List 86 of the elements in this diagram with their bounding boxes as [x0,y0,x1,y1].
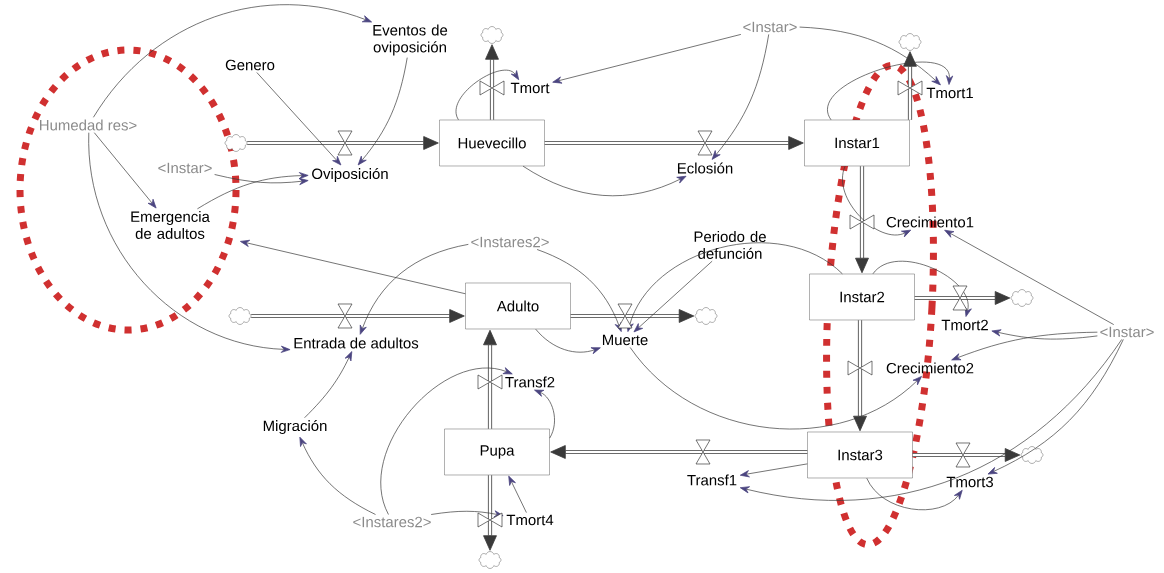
variable-label: <Instar> [1100,326,1154,338]
cloud-symbol [1010,289,1034,307]
flow-label: Tmort4 [506,514,554,526]
cloud-symbol [228,307,252,325]
stock-box: Huevecillo [439,119,545,167]
flow-label: Tmort1 [926,87,973,99]
arrow [827,61,954,121]
variable-label: <Instares2> [353,516,431,528]
stock-box: Instar1 [804,119,910,167]
flow-pipe [903,51,917,120]
flow-label: Tmort2 [941,319,988,331]
arrow [430,510,504,518]
arrow [536,249,622,332]
flow-label: Oviposición [312,167,388,183]
variable-label: Eventos de oviposición [373,24,448,56]
arrow [240,239,466,295]
arrow [872,260,972,317]
variable-label: Genero [225,59,275,71]
arrow [88,132,291,353]
flow-label: Muerte [602,334,648,346]
flow-pipe [550,445,808,459]
flow-label: Crecimiento2 [886,362,974,374]
arrow [987,339,1124,475]
cloud-symbol [694,307,718,325]
arrow [535,328,601,355]
variable-label: Migración [263,419,327,435]
flow-label: Crecimiento1 [886,216,974,228]
stock-box: Adulto [465,282,571,330]
variable-label: <Instar> [743,21,797,33]
stock-box: Instar2 [809,273,915,321]
arrow [455,69,520,121]
arrow [866,477,963,511]
flow-pipe [855,166,869,274]
variable-label: Humedad res> [40,119,137,131]
arrow [93,132,157,209]
arrow [359,244,469,335]
stock-box: Instar3 [807,431,913,479]
flow-pipe [483,329,497,429]
arrow [552,34,742,84]
flow-label: Tmort3 [946,476,993,488]
flow-label: Transf2 [505,376,555,388]
arrow [629,347,922,430]
cloud-symbol [898,33,922,51]
arrow [626,242,843,332]
flow-pipe [483,475,497,551]
flow-label: Transf1 [687,474,737,486]
flow-pipe [544,136,804,150]
arrow [304,351,353,419]
cloud-symbol [1020,446,1044,464]
cloud-symbol [480,26,504,44]
flow-pipe [853,320,867,432]
flow-pipe [570,309,695,323]
flow-label: Entrada de adultos [294,337,419,349]
arrow [739,339,1123,501]
arrow [380,367,513,515]
flow-pipe [247,136,439,150]
flow-pipe [914,291,1011,305]
arrow [633,260,713,333]
arrow [534,389,555,439]
arrow [93,4,372,118]
variable-label: Periodo de defunción [694,231,766,259]
arrow [197,172,309,210]
flow-label: Eclosión [678,162,733,174]
arrow [951,331,1098,361]
flow-pipe [251,309,465,323]
arrow [711,34,770,160]
arrow [944,229,1115,325]
arrow [508,475,527,513]
arrow [522,165,687,197]
arrow [739,463,808,478]
variable-label: <Instares2> [471,236,549,248]
arrow [799,26,941,86]
arrow [214,174,309,186]
stock-box: Pupa [444,428,550,476]
cloud-symbol [224,134,248,152]
variable-label: <Instar> [158,162,212,174]
flow-label: Tmort [510,82,550,94]
flow-pipe [485,44,499,120]
arrow [299,436,376,515]
variable-label: Emergencia de adultos [131,211,210,239]
flow-pipe [912,448,1021,462]
arrow [842,165,912,238]
cloud-symbol [478,551,502,569]
arrow [357,57,408,166]
arrow [991,329,1098,340]
arrow [256,72,342,166]
